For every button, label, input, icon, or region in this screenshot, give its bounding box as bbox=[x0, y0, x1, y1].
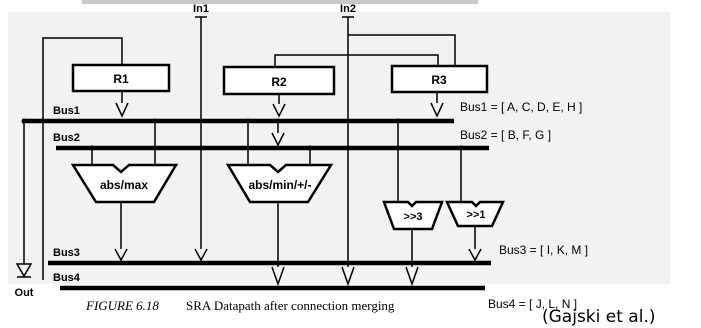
connection-wires bbox=[23, 17, 476, 280]
unit-shr3-label: >>3 bbox=[404, 211, 423, 223]
out-arrow bbox=[15, 263, 33, 278]
arrow-shr1-to-bus3 bbox=[468, 248, 482, 262]
unit-abs-max-label: abs/max bbox=[100, 178, 148, 192]
output-terminal bbox=[15, 263, 33, 278]
arrow-r2-to-bus1 bbox=[272, 103, 286, 118]
registers: R1 R2 R3 bbox=[71, 63, 489, 96]
arrow-into-r2 bbox=[271, 132, 285, 147]
arrow-in2-to-bus4 bbox=[341, 266, 355, 287]
bus1-label: Bus1 bbox=[53, 105, 80, 117]
arrow-r3-to-bus1 bbox=[430, 102, 444, 118]
register-r1-box bbox=[71, 63, 171, 93]
out-label: Out bbox=[15, 287, 34, 299]
functional-units bbox=[70, 163, 505, 231]
in1-label: In1 bbox=[193, 3, 209, 15]
unit-shr1-label: >>1 bbox=[467, 209, 486, 221]
arrowheads bbox=[114, 102, 482, 287]
register-r1-label: R1 bbox=[113, 72, 129, 86]
register-r2-label: R2 bbox=[271, 75, 287, 89]
register-r3-box bbox=[390, 64, 489, 94]
bus3-assignment: Bus3 = [ I, K, M ] bbox=[499, 243, 588, 257]
unit-abs-min-label: abs/min/+/- bbox=[248, 178, 311, 192]
bus1-assignment: Bus1 = [ A, C, D, E, H ] bbox=[460, 100, 582, 114]
arrow-absmin-to-bus4 bbox=[271, 266, 285, 287]
buses bbox=[22, 118, 491, 291]
bus-labels: Bus1 Bus2 Bus3 Bus4 bbox=[53, 105, 81, 284]
cropped-header-fragment bbox=[82, 0, 478, 4]
in2-label: In2 bbox=[340, 3, 356, 15]
functional-unit-labels: abs/max abs/min/+/- >>3 >>1 bbox=[100, 178, 486, 223]
figure-number: FIGURE 6.18 bbox=[85, 298, 159, 313]
arrow-in1-to-bus3 bbox=[194, 248, 208, 262]
arrow-r1-to-bus1 bbox=[115, 102, 129, 118]
bus4-assignment: Bus4 = [ J, L, N ] bbox=[488, 297, 577, 311]
citation: (Gajski et al.) bbox=[542, 307, 655, 327]
figure-caption: FIGURE 6.18 SRA Datapath after connectio… bbox=[85, 298, 395, 313]
register-r2-box bbox=[222, 65, 336, 96]
arrow-absmax-to-bus3 bbox=[114, 248, 128, 262]
bus-assignments: Bus1 = [ A, C, D, E, H ] Bus2 = [ B, F, … bbox=[460, 100, 588, 311]
bus4-label: Bus4 bbox=[53, 272, 81, 284]
unit-shr3-shape bbox=[382, 200, 444, 231]
unit-abs-min-shape bbox=[225, 163, 334, 204]
bus2-label: Bus2 bbox=[53, 132, 80, 144]
arrow-shr3-to-bus4 bbox=[405, 266, 419, 287]
bus2-assignment: Bus2 = [ B, F, G ] bbox=[460, 128, 551, 142]
bus3-label: Bus3 bbox=[53, 247, 80, 259]
terminal-labels: In1 In2 Out bbox=[15, 3, 356, 299]
figure-caption-text: SRA Datapath after connection merging bbox=[186, 298, 395, 313]
register-r3-label: R3 bbox=[431, 73, 447, 87]
unit-shr1-shape bbox=[445, 200, 505, 228]
unit-abs-max-shape bbox=[70, 163, 179, 204]
